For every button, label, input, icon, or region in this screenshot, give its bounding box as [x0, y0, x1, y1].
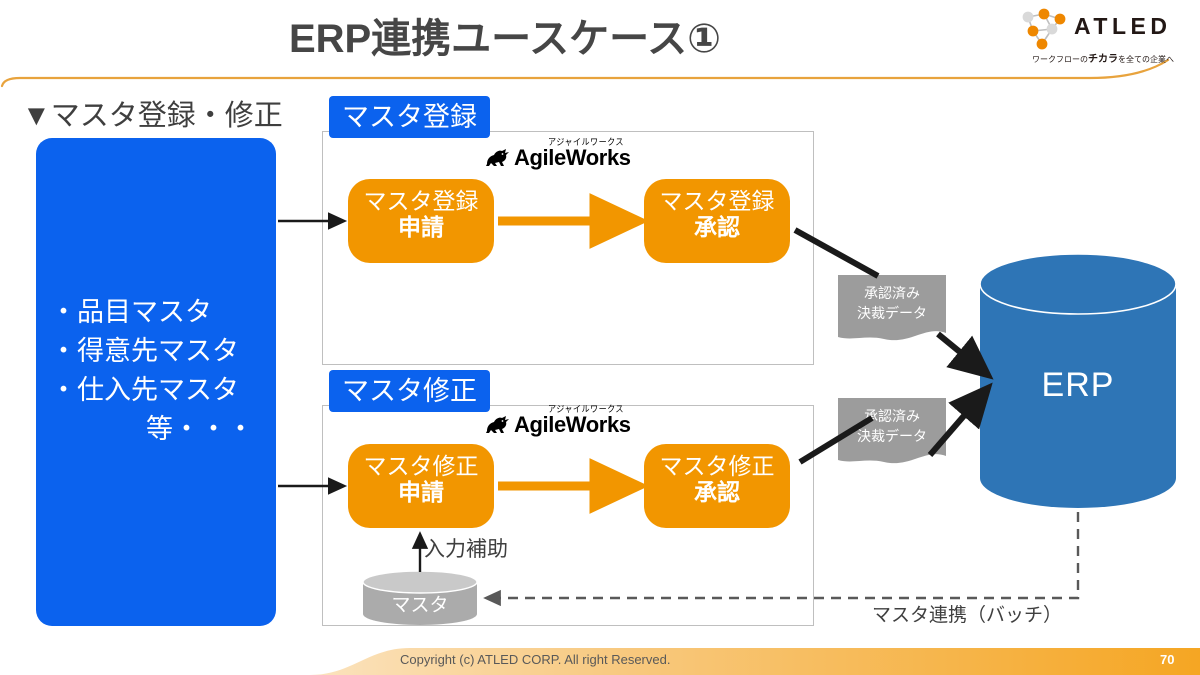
tagline-part-3: チカラ — [1088, 54, 1118, 65]
tagline-part-1: ワークフロー — [1032, 55, 1080, 64]
tagline-part-2: の — [1080, 55, 1088, 64]
page-title: ERP連携ユースケース① — [288, 17, 722, 61]
atled-tagline: ワークフローのチカラを全ての企業へ — [1018, 50, 1188, 65]
panel-tag-registration: マスタ登録 — [329, 96, 490, 138]
tagline-part-6: 企業へ — [1150, 55, 1174, 64]
list-item: ・品目マスタ — [50, 297, 212, 327]
input-assist-label: 入力補助 — [424, 538, 508, 561]
document-label: 承認済み 決裁データ — [838, 406, 946, 447]
cylinder-shape-icon — [979, 253, 1177, 508]
agileworks-ruby-text: アジャイルワークス — [548, 137, 624, 147]
step-box-modification-approve[interactable]: マスタ修正 承認 — [644, 444, 790, 528]
document-line-1: 承認済み — [864, 285, 920, 301]
list-item: ・仕入先マスタ — [50, 375, 239, 406]
panel-tag-modification: マスタ修正 — [329, 370, 490, 412]
step-box-modification-apply[interactable]: マスタ修正 申請 — [348, 444, 494, 528]
kangaroo-icon — [486, 416, 509, 433]
document-shape-icon — [838, 275, 946, 341]
agileworks-ruby-text: アジャイルワークス — [548, 404, 624, 414]
erp-label: ERP — [1041, 366, 1115, 404]
tagline-part-5: の — [1142, 55, 1150, 64]
footer-page-number: 70 — [1160, 652, 1175, 667]
document-line-2: 決裁データ — [857, 428, 927, 445]
document-line-2: 決裁データ — [857, 305, 927, 322]
document-label: 承認済み 決裁データ — [838, 283, 946, 324]
atled-wordmark: ATLED — [1074, 13, 1172, 39]
approved-data-document-top: 承認済み 決裁データ — [838, 275, 946, 347]
erp-database-cylinder: ERP — [978, 252, 1178, 510]
kangaroo-icon — [486, 149, 509, 166]
step-line-1: マスタ修正 — [659, 453, 775, 479]
atled-logo: ATLED ワークフローのチカラを全ての企業へ — [1016, 5, 1188, 69]
left-section-heading: ▼マスタ登録・修正 — [22, 100, 283, 132]
agileworks-wordmark: AgileWorks — [514, 412, 631, 437]
step-line-1: マスタ登録 — [363, 188, 479, 214]
tagline-part-4: を全て — [1118, 55, 1142, 64]
step-line-2: 承認 — [694, 479, 740, 506]
agileworks-logo: アジャイルワークス AgileWorks — [484, 137, 674, 173]
master-source-panel: ・品目マスタ ・得意先マスタ ・仕入先マスタ 等・・・ — [36, 138, 276, 626]
step-line-2: 承認 — [694, 214, 740, 241]
master-source-list: ・品目マスタ ・得意先マスタ ・仕入先マスタ 等・・・ — [36, 293, 276, 450]
master-data-cylinder: マスタ — [362, 570, 478, 626]
footer-bar — [310, 648, 1200, 675]
footer-copyright: Copyright (c) ATLED CORP. All right Rese… — [400, 652, 671, 667]
step-box-registration-apply[interactable]: マスタ登録 申請 — [348, 179, 494, 263]
step-line-1: マスタ修正 — [363, 453, 479, 479]
approved-data-document-bottom: 承認済み 決裁データ — [838, 398, 946, 470]
step-line-2: 申請 — [398, 479, 444, 506]
batch-sync-label: マスタ連携（バッチ） — [872, 605, 1063, 626]
step-line-1: マスタ登録 — [659, 188, 775, 214]
master-cylinder-label: マスタ — [391, 595, 449, 616]
list-item: ・得意先マスタ — [50, 336, 239, 367]
agileworks-wordmark: AgileWorks — [514, 145, 631, 170]
document-line-1: 承認済み — [864, 408, 920, 424]
step-box-registration-approve[interactable]: マスタ登録 承認 — [644, 179, 790, 263]
step-line-2: 申請 — [398, 214, 444, 241]
list-item: 等・・・ — [146, 414, 254, 445]
atled-logo-mark-icon — [1022, 8, 1066, 50]
agileworks-logo: アジャイルワークス AgileWorks — [484, 404, 674, 440]
